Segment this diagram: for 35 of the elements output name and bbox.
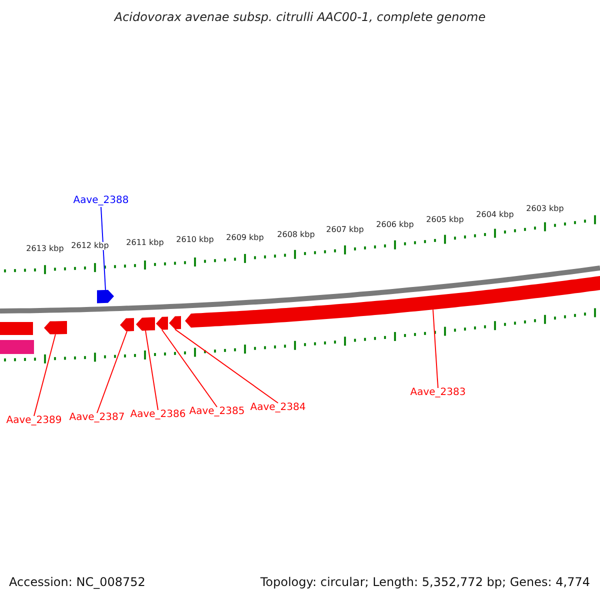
leader-line — [432, 309, 438, 388]
leader-line — [162, 329, 218, 408]
gene-feature — [97, 290, 114, 304]
gene-label: Aave_2386 — [130, 410, 186, 420]
gene-label: Aave_2388 — [73, 196, 129, 206]
gene-label: Aave_2389 — [6, 416, 62, 426]
gene-feature — [44, 321, 67, 334]
gene-feature — [169, 316, 181, 330]
genome-summary: Topology: circular; Length: 5,352,772 bp; Genes: 4,774 — [260, 576, 590, 588]
scale-label: 2613 kbp — [26, 245, 64, 253]
gene-label: Aave_2383 — [410, 388, 466, 398]
scale-label: 2608 kbp — [277, 231, 315, 239]
gene-label: Aave_2387 — [69, 413, 125, 423]
scale-label: 2604 kbp — [476, 211, 514, 219]
leader-line — [100, 206, 106, 290]
accession-text: Accession: NC_008752 — [9, 576, 146, 588]
scale-label: 2605 kbp — [426, 216, 464, 224]
gene-label: Aave_2385 — [189, 407, 245, 417]
leader-line — [34, 334, 56, 416]
scale-label: 2606 kbp — [376, 221, 414, 229]
leader-line — [96, 330, 128, 414]
scale-label: 2611 kbp — [126, 239, 164, 247]
leader-line — [174, 328, 278, 404]
scale-label: 2609 kbp — [226, 234, 264, 242]
scale-label: 2612 kbp — [71, 242, 109, 250]
scale-label: 2607 kbp — [326, 226, 364, 234]
gene-feature — [120, 318, 134, 332]
scale-label: 2610 kbp — [176, 236, 214, 244]
gene-feature — [185, 276, 600, 328]
scale-label: 2603 kbp — [526, 205, 564, 213]
title: Acidovorax avenae subsp. citrulli AAC00-1, complete genome — [114, 11, 486, 23]
gene-label: Aave_2384 — [250, 403, 306, 413]
gene-feature — [136, 317, 155, 331]
leader-line — [145, 330, 158, 410]
gene-feature — [156, 316, 168, 330]
